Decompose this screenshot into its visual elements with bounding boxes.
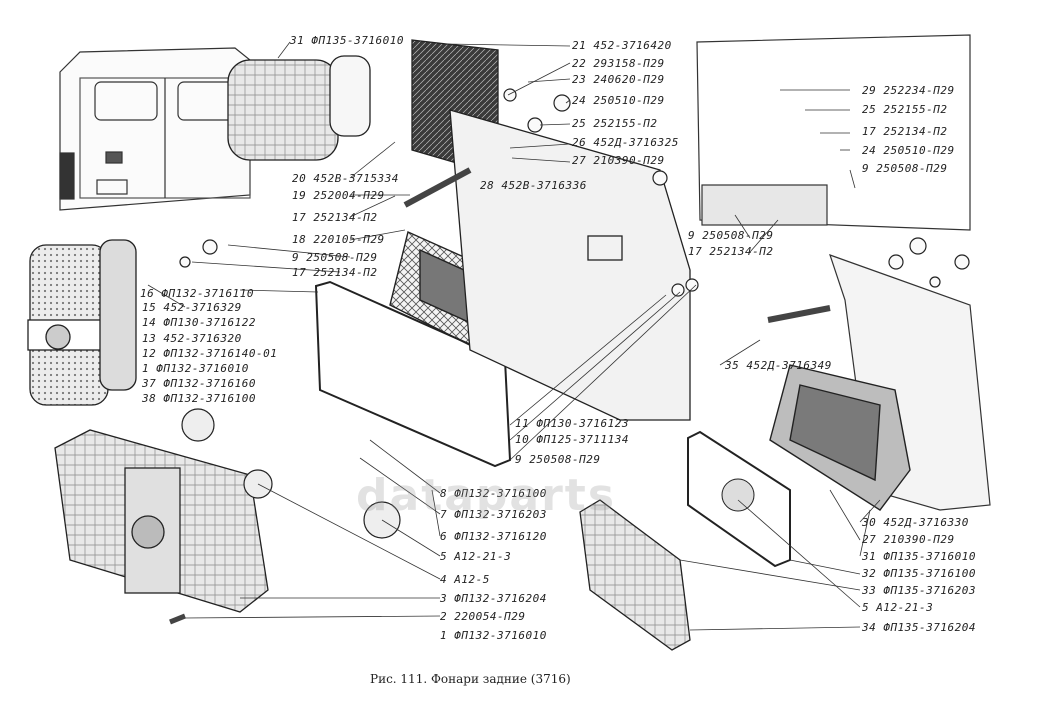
- figure-caption: Рис. 111. Фонари задние (3716): [370, 672, 571, 686]
- callout-label: 2 220054-П29: [440, 610, 526, 623]
- callout-label: 32 ФП135-3716100: [862, 567, 976, 580]
- callout-label: 17 252134-П2: [688, 245, 774, 258]
- callout-label: 1 ФП132-3716010: [142, 362, 249, 375]
- fasteners: [169, 88, 970, 625]
- callout-label: 5 А12-21-3: [440, 550, 512, 563]
- callout-label: 9 250508-П29: [862, 162, 948, 175]
- callout-label: 19 252004-П29: [292, 189, 385, 202]
- callout-label: 9 250508-П29: [688, 229, 774, 242]
- callout-label: 34 ФП135-3716204: [862, 621, 976, 634]
- callout-label: 27 210390-П29: [862, 533, 955, 546]
- callout-label: 9 250508-П29: [515, 453, 601, 466]
- callout-label: 24 250510-П29: [862, 144, 955, 157]
- callout-label: 21 452-3716420: [572, 39, 672, 52]
- callout-label: 26 452Д-3716325: [572, 136, 679, 149]
- callout-label: 37 ФП132-3716160: [142, 377, 256, 390]
- callout-label: 4 А12-5: [440, 573, 490, 586]
- callout-label: 29 252234-П29: [862, 84, 955, 97]
- right-gasket-lens: [579, 430, 791, 651]
- callout-label: 15 452-3716329: [142, 301, 242, 314]
- callout-label: 27 210390-П29: [572, 154, 665, 167]
- callout-label: 24 250510-П29: [572, 94, 665, 107]
- callout-label: 9 250508-П29: [292, 251, 378, 264]
- callout-label: 25 252155-П2: [572, 117, 658, 130]
- callout-label: 16 ФП132-3716110: [140, 287, 254, 300]
- callout-label: 28 452В-3716336: [480, 179, 587, 192]
- callout-label: 38 ФП132-3716100: [142, 392, 256, 405]
- callout-label: 35 452Д-3716349: [725, 359, 832, 372]
- callout-label: 22 293158-П29: [572, 57, 665, 70]
- callout-label: 25 252155-П2: [862, 103, 948, 116]
- callout-label: 13 452-3716320: [142, 332, 242, 345]
- callout-label: 31 ФП135-3716010: [290, 34, 404, 47]
- callout-label: 7 ФП132-3716203: [440, 508, 547, 521]
- callout-label: 8 ФП132-3716100: [440, 487, 547, 500]
- callout-label: 1 ФП132-3716010: [440, 629, 547, 642]
- callout-label: 18 220105-П29: [292, 233, 385, 246]
- callout-label: 11 ФП130-3716123: [515, 417, 629, 430]
- callout-label: 31 ФП135-3716010: [862, 550, 976, 563]
- callout-label: 17 252134-П2: [292, 266, 378, 279]
- upper-lamp-unit: [227, 55, 371, 161]
- callout-label: 12 ФП132-3716140-01: [142, 347, 278, 360]
- callout-label: 14 ФП130-3716122: [142, 316, 256, 329]
- callout-label: 33 ФП135-3716203: [862, 584, 976, 597]
- callout-label: 30 452Д-3716330: [862, 516, 969, 529]
- mounting-plate: [411, 39, 691, 421]
- callout-label: 17 252134-П2: [862, 125, 948, 138]
- right-lamp-housing: [769, 364, 911, 511]
- leader-lines: [147, 41, 881, 631]
- bottom-left-lens: [54, 429, 269, 613]
- callout-label: 3 ФП132-3716204: [440, 592, 547, 605]
- callout-label: 10 ФП125-3711134: [515, 433, 629, 446]
- callout-label: 17 252134-П2: [292, 211, 378, 224]
- callout-label: 23 240620-П29: [572, 73, 665, 86]
- callout-label: 5 А12-21-3: [862, 601, 934, 614]
- callout-label: 6 ФП132-3716120: [440, 530, 547, 543]
- callout-label: 20 452В-3715334: [292, 172, 399, 185]
- watermark: dataparts: [356, 470, 617, 521]
- vehicle-rear-body: [59, 47, 251, 211]
- left-tail-lamp: [27, 239, 137, 406]
